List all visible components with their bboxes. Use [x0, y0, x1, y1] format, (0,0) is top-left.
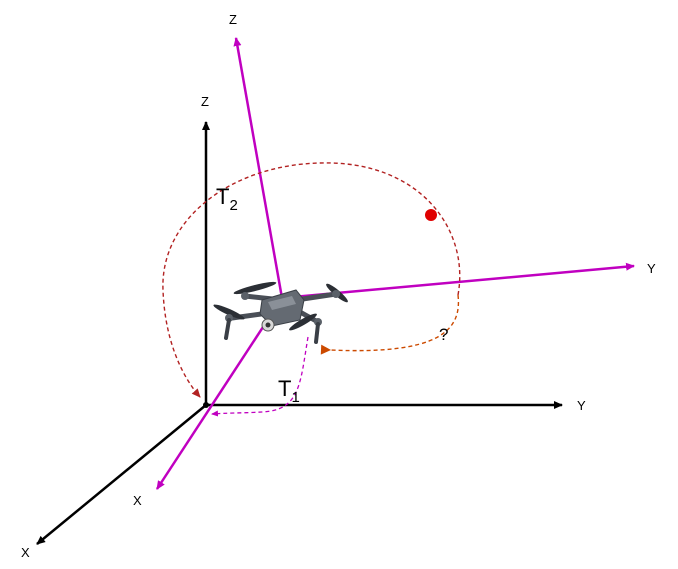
target-point	[425, 209, 437, 221]
drone-x-label: X	[133, 493, 142, 508]
world-origin	[203, 402, 209, 408]
drone-x-axis	[155, 297, 284, 490]
drone-image	[213, 281, 348, 344]
t1-label: T1	[278, 376, 300, 406]
t1-path	[211, 336, 309, 417]
world-x-label: X	[21, 545, 30, 560]
drone-z-label: Z	[229, 12, 237, 27]
world-z-label: Z	[201, 94, 209, 109]
t2-label: T2	[216, 184, 238, 214]
world-x-axis	[36, 404, 207, 545]
unknown-path	[320, 294, 460, 355]
unknown-transform-label: ?	[439, 325, 448, 344]
drone-y-label: Y	[647, 261, 656, 276]
t2-path	[162, 162, 461, 398]
world-y-label: Y	[577, 398, 586, 413]
drone-z-axis	[233, 37, 284, 299]
